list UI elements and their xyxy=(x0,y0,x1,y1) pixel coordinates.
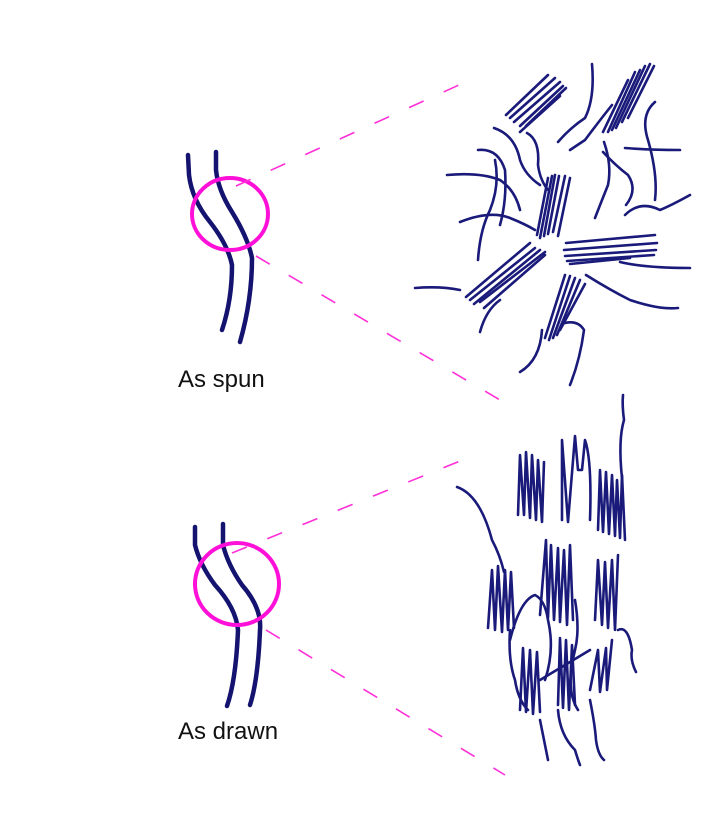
as-drawn-fiber-structure xyxy=(455,393,638,767)
as-spun-fiber-structure xyxy=(413,62,692,387)
as-spun-zoom-line-bottom xyxy=(255,255,501,401)
as-spun-zoom-line-top xyxy=(235,79,471,187)
as-drawn-zoom-line-bottom xyxy=(265,629,506,776)
as-drawn-zoom-line-top xyxy=(231,454,476,554)
as-drawn-yarn xyxy=(192,521,263,709)
as-spun-magnify-circle xyxy=(190,176,270,252)
as-spun-yarn xyxy=(185,149,255,345)
as-drawn-magnify-circle xyxy=(193,541,281,627)
as-spun-label: As spun xyxy=(178,366,265,393)
as-drawn-label: As drawn xyxy=(178,718,279,745)
